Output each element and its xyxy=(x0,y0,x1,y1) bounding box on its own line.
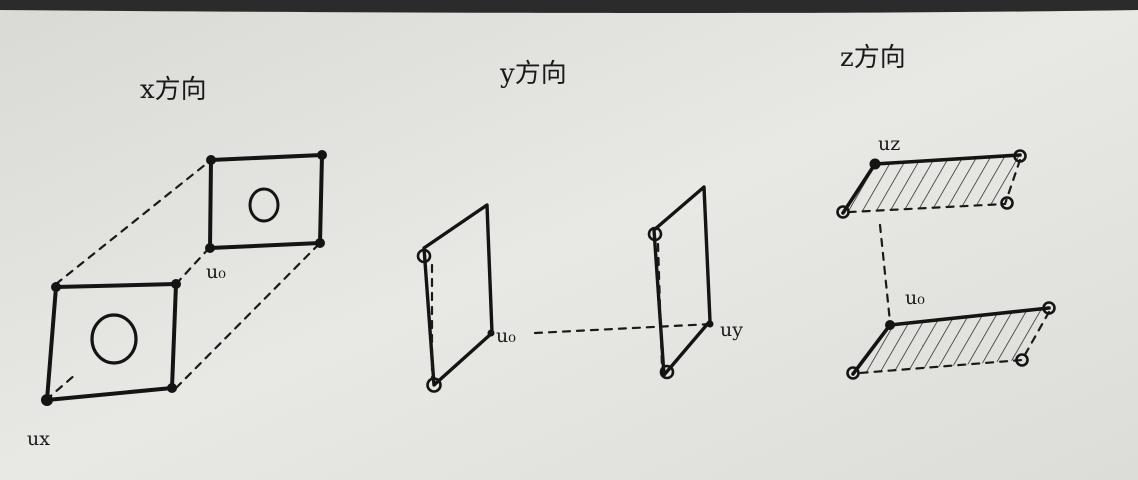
x-node xyxy=(51,282,61,292)
z-label-u0: u₀ xyxy=(905,287,925,309)
z-top-node-left xyxy=(836,205,850,219)
y-left-node-top xyxy=(416,248,432,264)
z-bottom-node-left xyxy=(846,366,860,380)
panel-x-title: x方向 xyxy=(140,75,207,105)
x-node xyxy=(41,394,53,406)
x-dash-top-left xyxy=(54,158,213,286)
y-label-u0: u₀ xyxy=(496,325,516,347)
x-back-circle xyxy=(248,187,280,223)
paper-top-edge xyxy=(0,0,1138,13)
z-bottom-plate-hidden-edges xyxy=(858,310,1051,375)
panel-z-title: z方向 xyxy=(840,43,906,73)
y-right-hidden-edge xyxy=(656,242,664,370)
panel-y-direction: y方向 u₀ uy xyxy=(416,59,743,393)
y-dash-connector xyxy=(533,322,714,335)
x-node xyxy=(317,150,327,160)
y-right-node-top xyxy=(647,226,663,242)
panel-x-direction: x方向 u₀ ux xyxy=(27,75,327,450)
x-dash-bottom-right xyxy=(174,241,322,390)
z-label-uz: uz xyxy=(878,133,900,155)
z-top-node-right xyxy=(1013,149,1027,163)
x-nodes xyxy=(41,150,327,406)
x-node xyxy=(206,155,216,165)
x-label-u0: u₀ xyxy=(206,261,226,283)
panel-z-direction: z方向 uz u₀ xyxy=(836,43,1056,380)
y-label-uy: uy xyxy=(720,319,743,341)
y-left-node-bottom xyxy=(426,377,442,393)
z-top-node-uz xyxy=(869,158,881,170)
y-right-node-uy xyxy=(706,320,714,328)
x-node xyxy=(167,383,177,393)
y-right-node-bottom xyxy=(659,364,675,380)
z-top-plate xyxy=(843,155,1020,213)
z-top-node-back xyxy=(1000,196,1014,210)
x-front-circle xyxy=(90,313,138,365)
z-bottom-node-back xyxy=(1015,353,1029,367)
x-dash-top-right xyxy=(174,244,213,286)
x-node xyxy=(315,238,325,248)
z-bottom-node-u0 xyxy=(885,320,895,330)
x-label-ux: ux xyxy=(27,428,50,450)
y-left-node-u0 xyxy=(487,329,495,337)
z-dash-vertical xyxy=(878,223,892,324)
x-node xyxy=(171,279,181,289)
panel-y-title: y方向 xyxy=(499,59,567,89)
x-node xyxy=(205,243,215,253)
z-bottom-node-right xyxy=(1042,301,1056,315)
z-top-plate-hidden-edges xyxy=(848,158,1022,214)
